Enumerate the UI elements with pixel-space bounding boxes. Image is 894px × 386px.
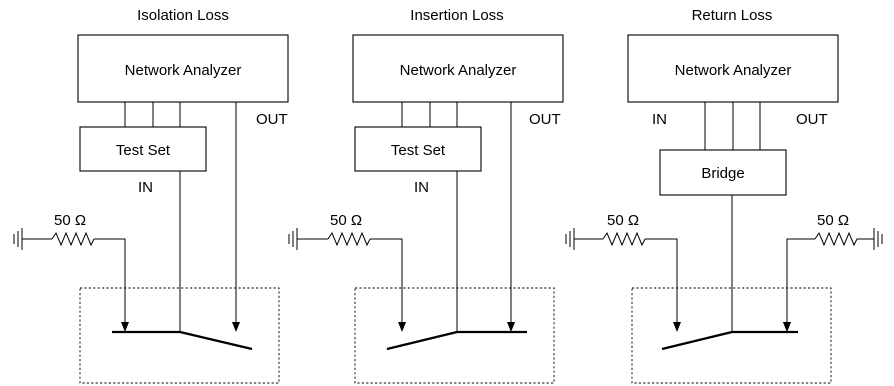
panel-insertion-loss: Insertion Loss Network Analyzer Test Set…: [288, 7, 564, 384]
out-label: OUT: [529, 111, 561, 128]
network-analyzer-label: Network Analyzer: [125, 62, 242, 79]
switch-enclosure: [631, 287, 832, 384]
resistor-icon: [327, 231, 371, 247]
panel-title: Insertion Loss: [410, 7, 503, 24]
switch-blade: [386, 330, 458, 351]
load-line: [645, 238, 681, 332]
resistor-icon: [814, 231, 874, 247]
test-set-box: [354, 126, 482, 172]
in-label: IN: [652, 111, 667, 128]
network-analyzer-label: Network Analyzer: [400, 62, 517, 79]
bridge-label: Bridge: [701, 165, 744, 182]
resistor-label: 50 Ω: [817, 212, 849, 229]
bridge-box: [659, 149, 787, 196]
test-set-label: Test Set: [391, 142, 446, 159]
out-label: OUT: [796, 111, 828, 128]
switch-enclosure: [354, 287, 555, 384]
network-analyzer-box: [77, 34, 289, 103]
switch-blade: [661, 330, 733, 351]
arrowhead: [783, 322, 791, 332]
load-line: [94, 238, 129, 332]
panel-title: Isolation Loss: [137, 7, 229, 24]
out-label: OUT: [256, 111, 288, 128]
panel-isolation-loss: Isolation Loss Network Analyzer Test Set…: [13, 7, 289, 384]
switch-blade: [179, 330, 253, 351]
network-analyzer-box: [627, 34, 839, 103]
in-label: IN: [414, 179, 429, 196]
load-line: [370, 238, 406, 332]
panel-title: Return Loss: [692, 7, 773, 24]
panel-return-loss: Return Loss Network Analyzer IN OUT Brid…: [565, 7, 883, 384]
ground-icon: [565, 228, 603, 250]
network-analyzer-label: Network Analyzer: [675, 62, 792, 79]
resistor-label: 50 Ω: [330, 212, 362, 229]
test-set-box: [79, 126, 207, 172]
ground-icon: [873, 228, 883, 250]
test-set-label: Test Set: [116, 142, 171, 159]
ground-icon: [13, 228, 52, 250]
in-label: IN: [138, 179, 153, 196]
load-line-right: [786, 238, 815, 331]
ground-icon: [288, 228, 328, 250]
resistor-icon: [602, 231, 646, 247]
switch-enclosure: [79, 287, 280, 384]
resistor-label: 50 Ω: [607, 212, 639, 229]
network-analyzer-box: [352, 34, 564, 103]
resistor-icon: [51, 231, 95, 247]
resistor-label: 50 Ω: [54, 212, 86, 229]
